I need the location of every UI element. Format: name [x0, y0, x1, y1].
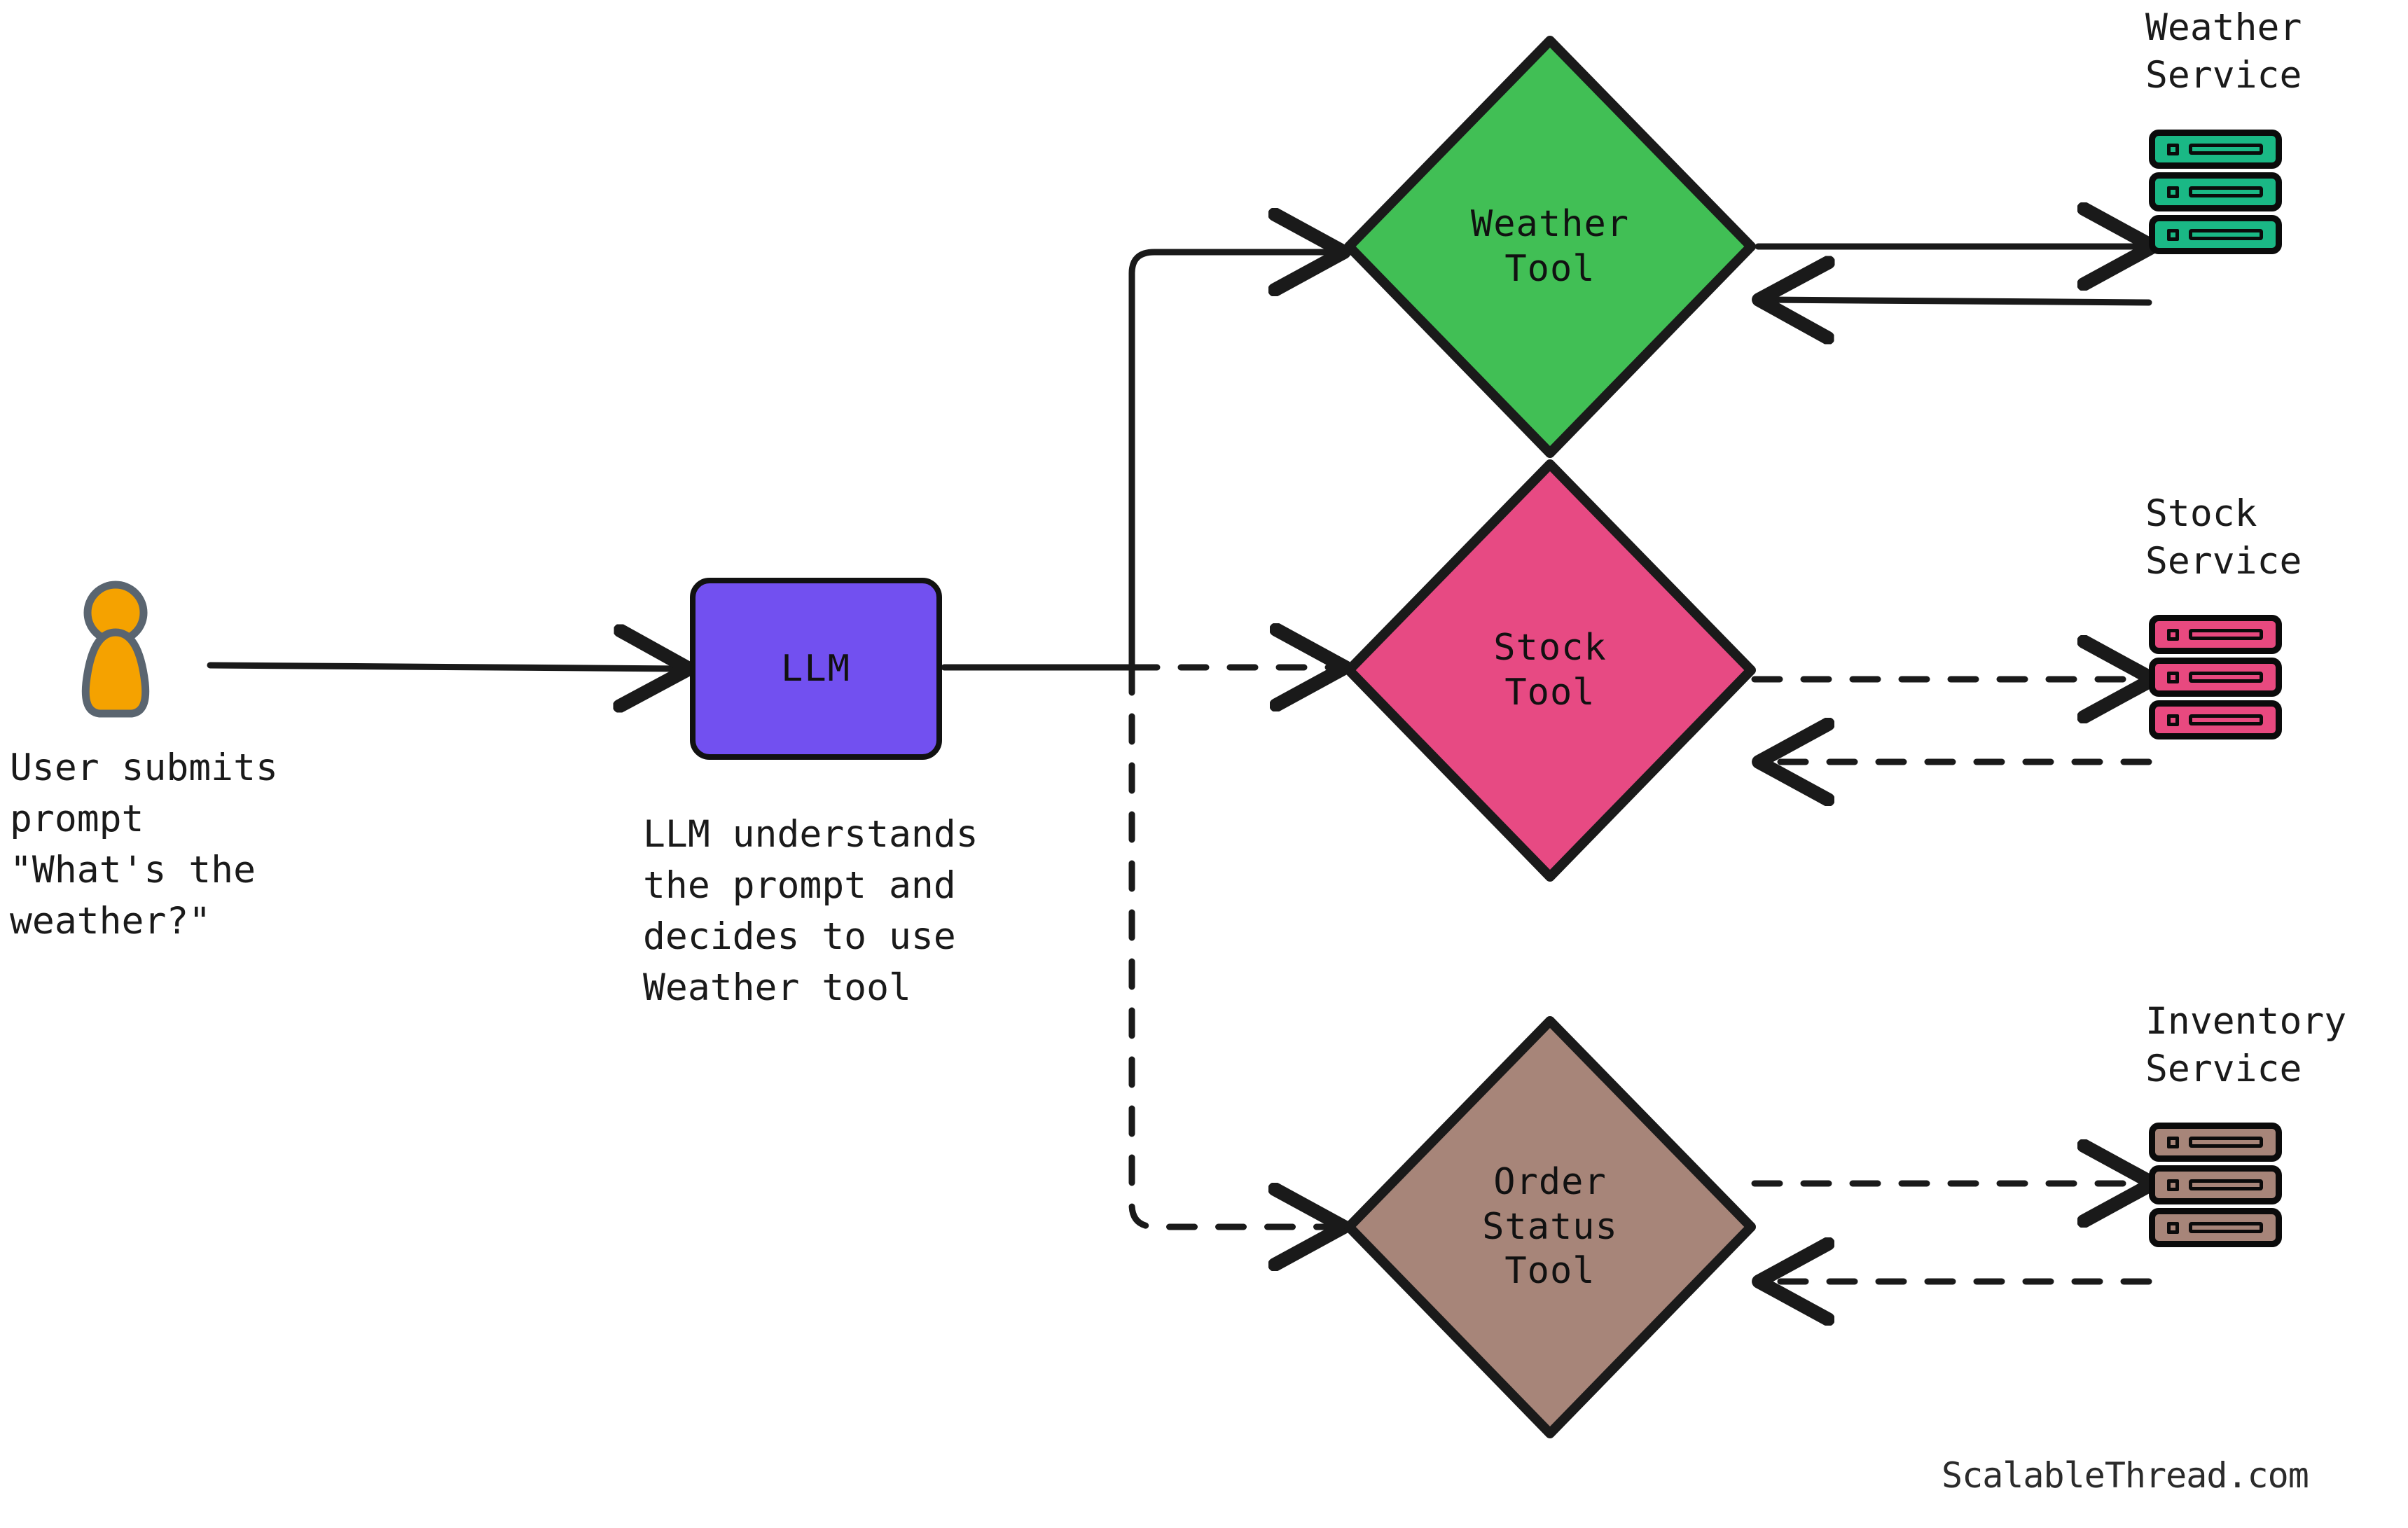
- server-led-icon: [2167, 1221, 2179, 1234]
- server-led-icon: [2167, 671, 2179, 683]
- server-bar-icon: [2189, 186, 2263, 197]
- server-unit: [2149, 658, 2282, 697]
- order-status-tool-node[interactable]: Order Status Tool: [1336, 1008, 1764, 1446]
- edge-weather-service-to-tool: [1765, 300, 2152, 303]
- stock-tool-shape: [1344, 459, 1756, 882]
- order-status-tool-label: Order Status Tool: [1482, 1161, 1618, 1293]
- server-unit: [2149, 1123, 2282, 1162]
- server-unit: [2149, 172, 2282, 211]
- watermark: ScalableThread.com: [1942, 1455, 2309, 1496]
- server-bar-icon: [2189, 714, 2263, 725]
- user-actor[interactable]: [70, 578, 161, 725]
- server-bar-icon: [2189, 144, 2263, 155]
- server-bar-icon: [2189, 629, 2263, 640]
- server-bar-icon: [2189, 229, 2263, 240]
- server-led-icon: [2167, 714, 2179, 726]
- server-led-icon: [2167, 1136, 2179, 1148]
- order-status-tool-shape: [1344, 1016, 1756, 1438]
- llm-node[interactable]: LLM: [690, 578, 942, 760]
- server-unit: [2149, 215, 2282, 254]
- server-unit: [2149, 1208, 2282, 1247]
- server-led-icon: [2167, 628, 2179, 641]
- server-unit: [2149, 615, 2282, 654]
- server-bar-icon: [2189, 1137, 2263, 1148]
- stock-tool-node[interactable]: Stock Tool: [1336, 452, 1764, 889]
- server-unit: [2149, 700, 2282, 739]
- weather-tool-shape: [1344, 36, 1756, 458]
- server-led-icon: [2167, 1179, 2179, 1191]
- inventory-service-label: Inventory Service: [2145, 1000, 2347, 1090]
- server-led-icon: [2167, 186, 2179, 198]
- edge-llm-to-order-status-tool: [1128, 664, 1338, 1227]
- stock-service-node[interactable]: [2149, 615, 2282, 739]
- user-caption: User submits prompt "What's the weather?…: [10, 746, 278, 943]
- weather-service-node[interactable]: [2149, 130, 2282, 254]
- llm-caption: LLM understands the prompt and decides t…: [643, 813, 978, 1010]
- server-led-icon: [2167, 143, 2179, 155]
- user-actor-icon: [81, 581, 150, 718]
- weather-tool-label: Weather Tool: [1470, 203, 1630, 290]
- weather-tool-node[interactable]: Weather Tool: [1336, 28, 1764, 466]
- server-unit: [2149, 1165, 2282, 1204]
- server-bar-icon: [2189, 1179, 2263, 1190]
- inventory-service-node[interactable]: [2149, 1123, 2282, 1247]
- server-bar-icon: [2189, 672, 2263, 683]
- server-unit: [2149, 130, 2282, 169]
- server-led-icon: [2167, 228, 2179, 241]
- stock-service-label: Stock Service: [2145, 492, 2302, 583]
- stock-tool-label: Stock Tool: [1493, 627, 1607, 714]
- edge-llm-to-weather-tool: [1128, 252, 1338, 671]
- weather-service-label: Weather Service: [2145, 6, 2302, 97]
- edge-user-to-llm: [207, 665, 683, 669]
- server-bar-icon: [2189, 1222, 2263, 1233]
